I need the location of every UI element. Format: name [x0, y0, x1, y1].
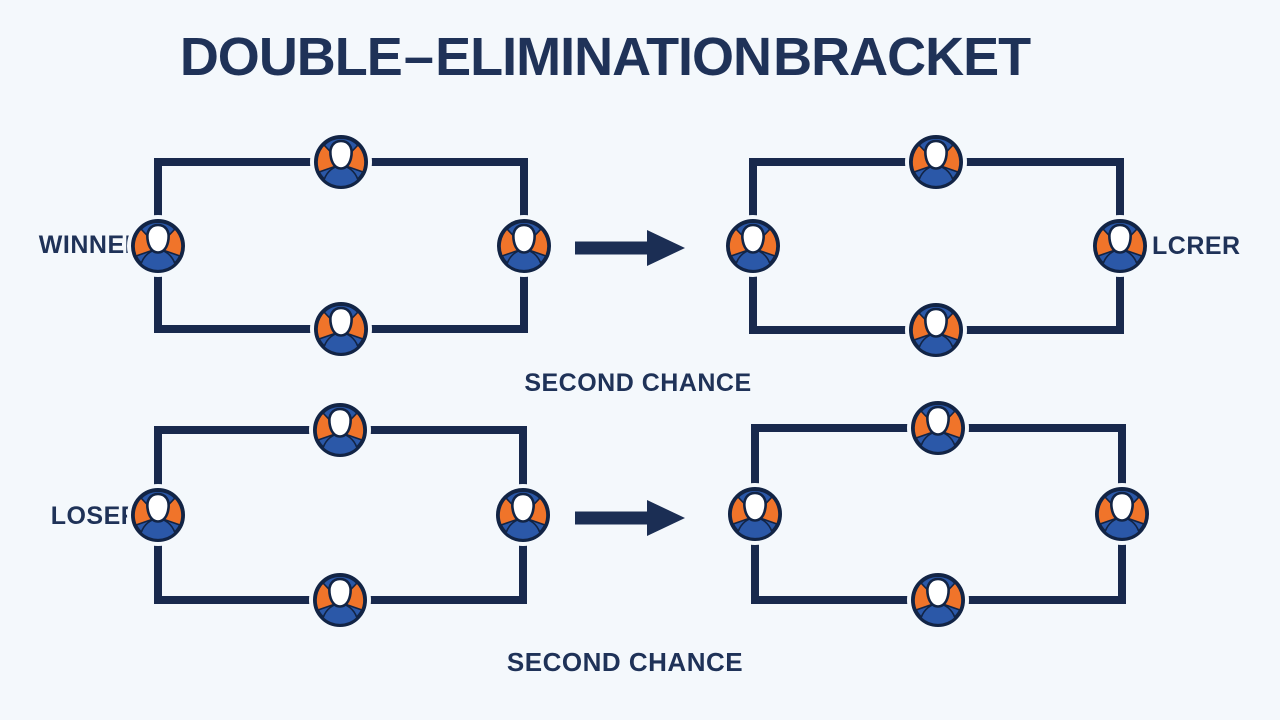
player-avatar-icon	[310, 298, 372, 360]
loser-label-right: LCRER	[1152, 232, 1241, 260]
right-arrow-icon	[575, 229, 687, 267]
player-avatar-icon	[905, 299, 967, 361]
player-avatar-icon	[310, 131, 372, 193]
player-avatar-icon	[1089, 215, 1151, 277]
player-avatar-icon	[724, 483, 786, 545]
player-avatar-icon	[907, 569, 969, 631]
page-title: DOUBLE – ELIMINATION BRACKET	[179, 27, 1031, 87]
player-avatar-icon	[127, 484, 189, 546]
player-avatar-icon	[493, 215, 555, 277]
second-chance-caption: SECOND CHANCE	[506, 647, 744, 677]
loser-label-left: LOSER	[50, 502, 140, 530]
right-arrow-icon	[575, 499, 687, 537]
player-avatar-icon	[309, 569, 371, 631]
player-avatar-icon	[907, 397, 969, 459]
player-avatar-icon	[309, 399, 371, 461]
player-avatar-icon	[127, 215, 189, 277]
second-chance-caption: SECOND CHANCE	[524, 369, 752, 397]
player-avatar-icon	[722, 215, 784, 277]
player-avatar-icon	[1091, 483, 1153, 545]
player-avatar-icon	[905, 131, 967, 193]
winner-label: WINNER	[38, 231, 144, 259]
player-avatar-icon	[492, 484, 554, 546]
